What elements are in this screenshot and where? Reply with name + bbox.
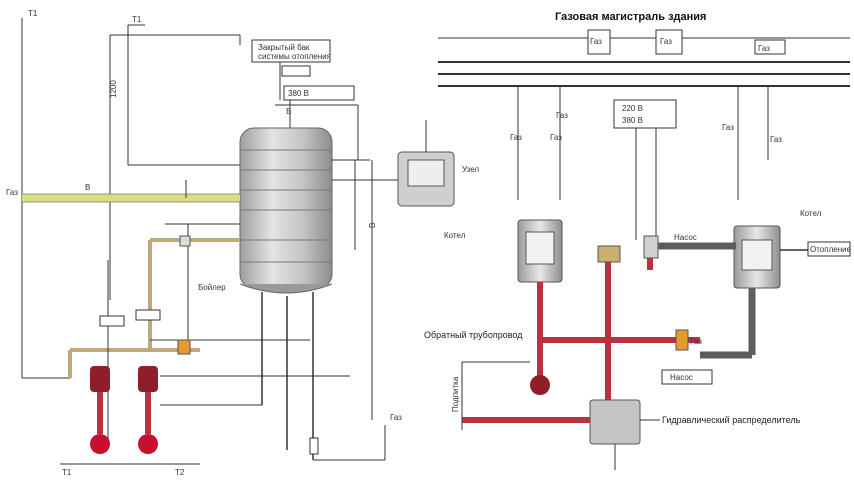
bottom-right-tag: Газ (390, 413, 402, 422)
left-system: Т1 Т1 1200 Закрытый бак системы отоплени… (6, 9, 479, 477)
diagram-title: Газовая магистраль здания (555, 11, 706, 23)
return-pump (530, 375, 550, 395)
bottom-t1: Т1 (62, 468, 72, 477)
tag-b: В (286, 107, 291, 116)
gas-tag-3: Газ (556, 111, 568, 120)
gas-tag-1: Газ (510, 133, 522, 142)
gas-tag-5: Газ (770, 135, 782, 144)
valve-tag: Газ (690, 337, 702, 346)
tank-label: Бойлер (198, 283, 226, 292)
center-box-2: 380 В (622, 116, 643, 125)
gas-tag: В (85, 183, 90, 192)
corner-label: Т1 (28, 9, 38, 18)
left-vertical-label: Подпитка (451, 376, 460, 412)
return-label: Обратный трубопровод (424, 330, 523, 340)
right-system: Газовая магистраль здания Газ Газ Газ Га… (424, 11, 852, 470)
legend-box (251, 39, 331, 63)
vertical-label: 1200 (109, 80, 118, 98)
lower-box (661, 369, 713, 385)
control-unit-label: Узел (462, 165, 479, 174)
pump-right (138, 366, 158, 454)
gas-inlet-label: Газ (6, 188, 18, 197)
voltage-box (283, 85, 355, 101)
distributor-label: Гидравлический распределитель (662, 415, 801, 425)
bottom-t2: Т2 (175, 468, 185, 477)
pump-left (90, 366, 110, 454)
voltage-tag: 380 В (288, 89, 309, 98)
pump-label: Насос (674, 233, 697, 242)
boiler-left-label: Котел (444, 231, 466, 240)
legend-line-2: системы отопления (258, 52, 331, 61)
distributor (589, 399, 641, 445)
center-box-1: 220 В (622, 104, 643, 113)
legend-line-1: Закрытый бак (258, 43, 310, 52)
header-box-2: Газ (660, 37, 672, 46)
lower-box-label: Насос (670, 373, 693, 382)
boiler-tank (239, 127, 333, 289)
center-info-box (613, 99, 677, 129)
output-label: Отопление (810, 245, 852, 254)
top-tag: Т1 (132, 15, 142, 24)
right-side-label: Котел (800, 209, 822, 218)
tag-box (281, 65, 311, 77)
side-tag: В (368, 223, 377, 228)
gas-tag-2: Газ (550, 133, 562, 142)
header-box-1: Газ (590, 37, 602, 46)
gas-tag-4: Газ (722, 123, 734, 132)
header-box-3: Газ (758, 44, 770, 53)
